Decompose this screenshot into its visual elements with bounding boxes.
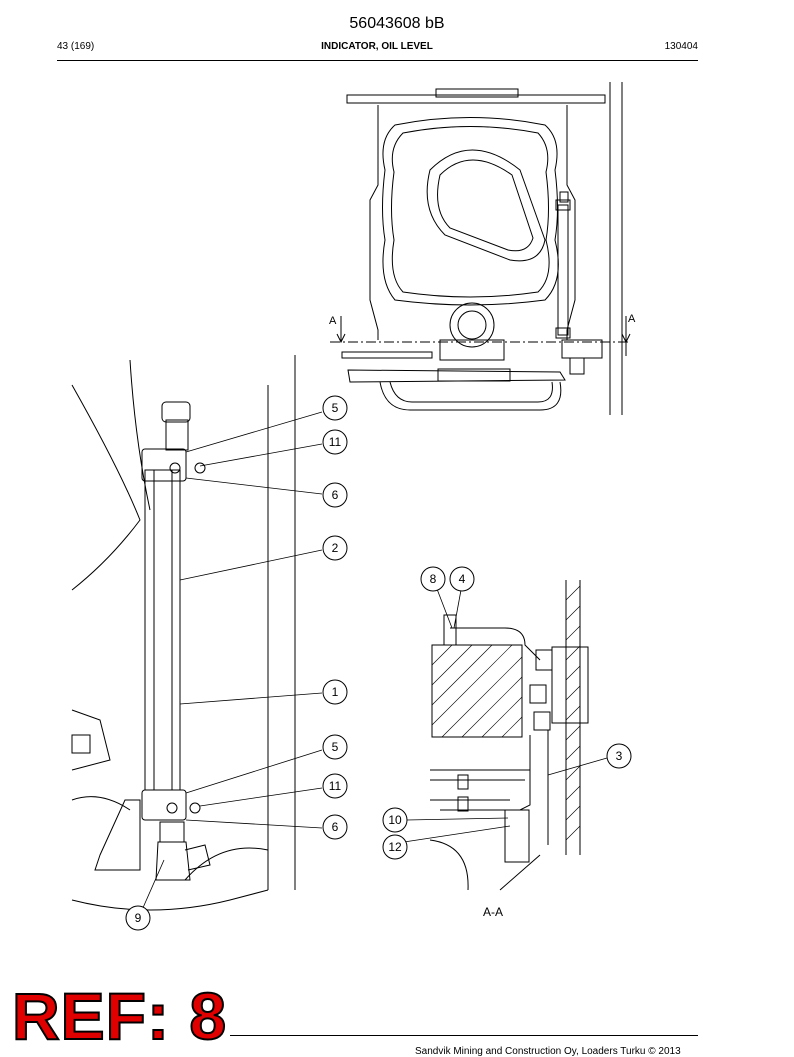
page-number: 43 (169) [57, 41, 95, 52]
callout-6-bottom: 6 [322, 814, 348, 840]
callout-9: 9 [125, 905, 151, 931]
leader-lines [141, 411, 608, 911]
callout-10: 10 [382, 807, 408, 833]
date-code: 130404 [664, 41, 698, 52]
ref-stamp: REF: 8 [11, 979, 228, 1053]
callout-2: 2 [322, 535, 348, 561]
callout-6-top: 6 [322, 482, 348, 508]
callout-5-bottom: 5 [322, 734, 348, 760]
svg-text:A: A [329, 315, 337, 327]
svg-text:10: 10 [388, 813, 402, 827]
svg-text:1: 1 [332, 685, 339, 699]
indicator-detail-view [71, 355, 296, 911]
svg-text:6: 6 [332, 820, 339, 834]
svg-text:A: A [628, 313, 636, 325]
callout-4: 4 [449, 566, 475, 592]
callout-3: 3 [606, 743, 632, 769]
callout-5-top: 5 [322, 395, 348, 421]
svg-text:A-A: A-A [483, 905, 503, 919]
document-number: 56043608 bB [349, 15, 445, 32]
svg-text:11: 11 [329, 779, 342, 793]
svg-text:6: 6 [332, 488, 339, 502]
svg-text:11: 11 [329, 435, 342, 449]
footer-rule [230, 1035, 698, 1036]
svg-text:5: 5 [332, 401, 339, 415]
section-aa-view [429, 580, 589, 891]
header-rule [57, 60, 698, 61]
svg-text:8: 8 [430, 572, 437, 586]
section-marker-left: A [329, 315, 337, 327]
callout-1: 1 [322, 679, 348, 705]
callout-11-bottom: 11 [322, 773, 348, 799]
svg-text:12: 12 [388, 840, 402, 854]
svg-text:3: 3 [616, 749, 623, 763]
tank-top-view [330, 82, 631, 415]
footer-copyright: Sandvik Mining and Construction Oy, Load… [415, 1046, 681, 1057]
section-marker-right: A [628, 313, 636, 325]
callout-11-top: 11 [322, 429, 348, 455]
svg-text:4: 4 [459, 572, 466, 586]
svg-text:2: 2 [332, 541, 339, 555]
svg-text:5: 5 [332, 740, 339, 754]
section-label: A-A [483, 905, 503, 919]
callout-12: 12 [382, 834, 408, 860]
callout-8: 8 [420, 566, 446, 592]
page-title: INDICATOR, OIL LEVEL [321, 41, 433, 52]
svg-text:9: 9 [135, 911, 142, 925]
